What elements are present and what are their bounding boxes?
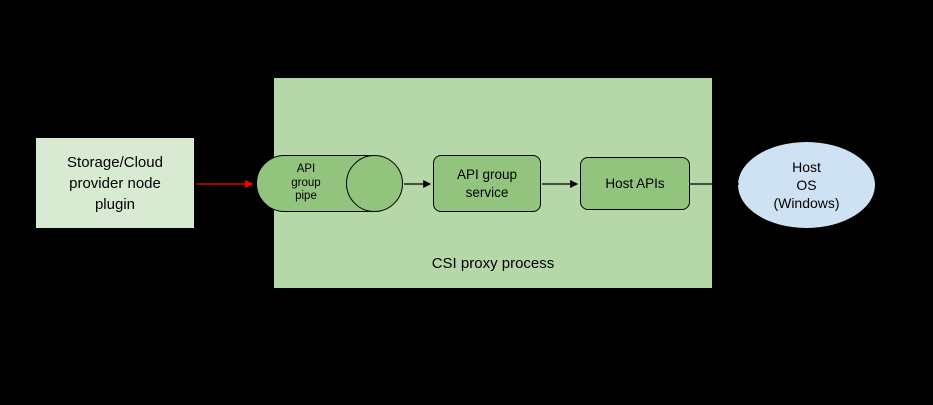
node-api-group-service: API group service (433, 155, 541, 212)
node-host-apis: Host APIs (580, 157, 690, 210)
node-host-apis-label: Host APIs (605, 176, 665, 191)
node-csi-proxy-process-label: CSI proxy process (431, 255, 555, 272)
node-api-group-pipe: API group pipe (256, 155, 404, 213)
node-api-group-service-label: API group service (456, 166, 518, 200)
node-storage-plugin: Storage/Cloud provider node plugin (35, 137, 195, 229)
pipe-end-circle-shape (346, 155, 403, 212)
node-host-os: Host OS (Windows) (737, 141, 876, 229)
node-storage-plugin-label: Storage/Cloud provider node plugin (67, 153, 163, 213)
node-api-group-pipe-label: API group pipe (291, 162, 321, 203)
node-host-os-label: Host OS (Windows) (773, 158, 840, 212)
